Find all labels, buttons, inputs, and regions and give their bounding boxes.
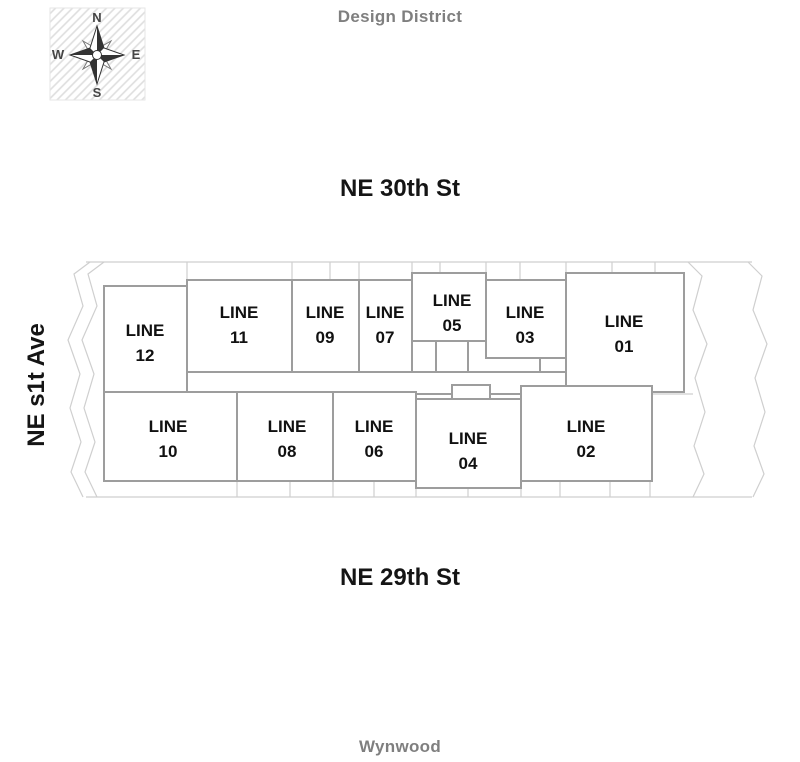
core-notch-line04: [451, 384, 491, 400]
unit-line-05-word: LINE: [433, 291, 472, 310]
unit-line-11-outline[interactable]: [186, 279, 293, 373]
unit-line-02-word: LINE: [567, 417, 606, 436]
unit-line-08[interactable]: LINE 08: [236, 391, 334, 482]
unit-line-05[interactable]: LINE 05: [411, 272, 487, 342]
unit-line-09[interactable]: LINE 09: [291, 279, 360, 373]
compass-label-s: S: [93, 85, 102, 100]
unit-line-03-outline[interactable]: [485, 279, 567, 359]
compass-label-w: W: [52, 47, 65, 62]
district-label-south: Wynwood: [358, 737, 442, 756]
unit-line-01-number: 01: [615, 337, 634, 356]
unit-line-11-number: 11: [230, 328, 248, 347]
street-label-south: NE 29th St: [339, 564, 461, 591]
unit-line-05-number: 05: [443, 316, 462, 335]
unit-line-09-outline[interactable]: [291, 279, 360, 373]
unit-line-09-word: LINE: [306, 303, 345, 322]
core-notch-line03: [539, 357, 567, 373]
compass-label-e: E: [132, 47, 141, 62]
units-layer: LINE12LINE11LINE09LINE07LINE05LINE03LINE…: [103, 272, 685, 489]
unit-line-04-word: LINE: [449, 429, 488, 448]
balcony-division-lines-top: [186, 262, 656, 280]
unit-line-12[interactable]: LINE 12: [103, 285, 188, 393]
unit-line-11[interactable]: LINE 11: [186, 279, 293, 373]
street-label-north: NE 30th St: [339, 175, 461, 202]
unit-line-08-outline[interactable]: [236, 391, 334, 482]
compass-rose: N E S W: [49, 7, 146, 101]
unit-line-06[interactable]: LINE 06: [332, 391, 417, 482]
torn-edge-east-inner: [687, 261, 708, 498]
unit-line-05-outline[interactable]: [411, 272, 487, 342]
compass-star-shading: [70, 26, 124, 84]
unit-line-07[interactable]: LINE 07: [358, 279, 413, 373]
torn-edge-west-inner: [81, 261, 105, 498]
unit-line-08-word: LINE: [268, 417, 307, 436]
unit-line-08-number: 08: [278, 442, 297, 461]
unit-line-03-number: 03: [516, 328, 535, 347]
unit-line-07-outline[interactable]: [358, 279, 413, 373]
unit-line-04[interactable]: LINE 04: [415, 398, 522, 489]
unit-line-01[interactable]: LINE 01: [565, 272, 685, 393]
unit-line-12-outline[interactable]: [103, 285, 188, 393]
unit-line-10-word: LINE: [149, 417, 188, 436]
core-stem-line05: [435, 340, 469, 373]
unit-line-04-outline[interactable]: [415, 398, 522, 489]
compass-label-n: N: [92, 10, 101, 25]
unit-line-03[interactable]: LINE 03: [485, 279, 567, 359]
unit-line-09-number: 09: [316, 328, 335, 347]
unit-line-01-word: LINE: [605, 312, 644, 331]
unit-line-01-outline[interactable]: [565, 272, 685, 393]
building-footprint: [67, 261, 768, 498]
unit-line-02-outline[interactable]: [520, 385, 653, 482]
unit-line-06-number: 06: [365, 442, 384, 461]
unit-line-06-word: LINE: [355, 417, 394, 436]
district-label-north: Design District: [337, 7, 463, 26]
compass-hub: [92, 50, 102, 60]
unit-line-10-number: 10: [159, 442, 178, 461]
unit-line-07-word: LINE: [366, 303, 405, 322]
torn-edge-west-outer: [67, 261, 91, 498]
unit-line-10[interactable]: LINE 10: [103, 391, 238, 482]
unit-line-03-word: LINE: [506, 303, 545, 322]
unit-line-10-outline[interactable]: [103, 391, 238, 482]
torn-edge-east-outer: [747, 261, 768, 498]
unit-line-11-word: LINE: [220, 303, 259, 322]
unit-line-12-number: 12: [136, 346, 155, 365]
unit-line-12-word: LINE: [126, 321, 165, 340]
unit-line-06-outline[interactable]: [332, 391, 417, 482]
street-label-west: NE s1t Ave: [23, 323, 50, 447]
unit-line-04-number: 04: [459, 454, 478, 473]
unit-line-07-number: 07: [376, 328, 395, 347]
unit-line-02[interactable]: LINE 02: [520, 385, 653, 482]
unit-line-02-number: 02: [577, 442, 596, 461]
